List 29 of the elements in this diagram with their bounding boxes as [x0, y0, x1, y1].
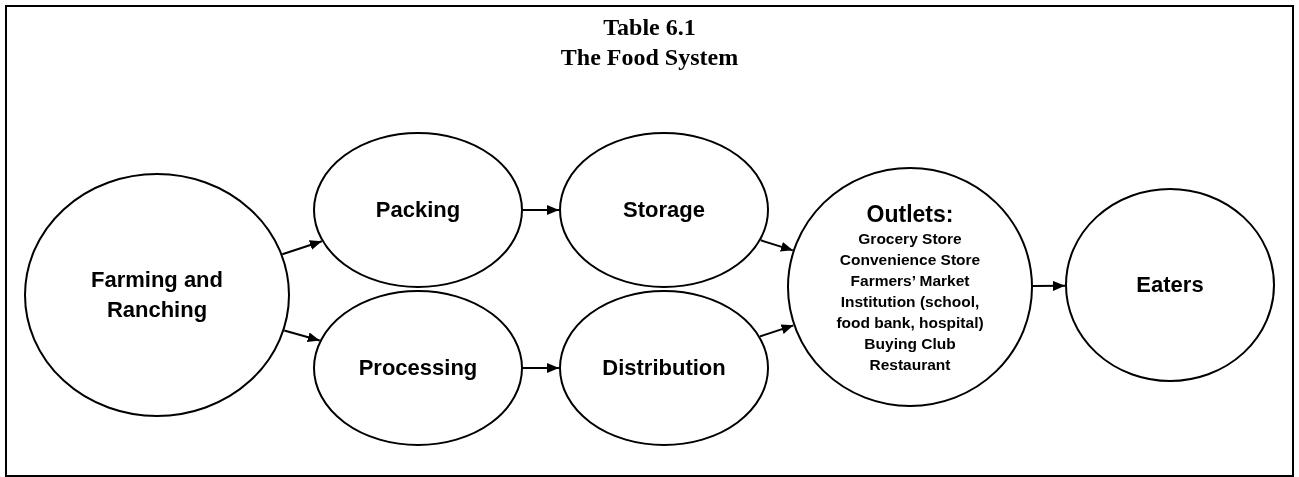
- outlet-item: Institution (school, food bank, hospital): [835, 291, 985, 333]
- node-heading: Outlets:: [866, 199, 954, 228]
- arrow: [281, 240, 323, 256]
- stage-ellipse: [24, 173, 290, 417]
- outlet-item: Farmers’ Market: [850, 270, 970, 291]
- stage-ellipse: [313, 132, 523, 288]
- arrow: [759, 239, 794, 252]
- outlet-item: Grocery Store: [858, 228, 962, 249]
- stage-ellipse: [559, 290, 769, 446]
- table-subtitle: The Food System: [560, 43, 739, 72]
- node-label: Distribution: [602, 354, 726, 382]
- arrow: [1032, 280, 1066, 291]
- node-label: Packing: [375, 196, 461, 224]
- node-label: Farming and Ranching: [90, 266, 224, 324]
- node-label: Processing: [358, 354, 478, 382]
- arrow: [283, 329, 321, 343]
- table-title: Table 6.1: [603, 13, 696, 42]
- arrow: [522, 363, 560, 373]
- node-label: Storage: [623, 196, 705, 224]
- stage-ellipse: [787, 167, 1033, 407]
- stage-ellipse: [1065, 188, 1275, 382]
- outlet-item: Convenience Store: [839, 249, 981, 270]
- arrow: [522, 205, 560, 215]
- node-label: Eaters: [1136, 271, 1204, 299]
- outlet-item: Buying Club: [864, 333, 956, 354]
- stage-ellipse: [559, 132, 769, 288]
- outlet-item: Restaurant: [869, 354, 951, 375]
- stage-ellipse: [313, 290, 523, 446]
- arrow: [759, 324, 795, 338]
